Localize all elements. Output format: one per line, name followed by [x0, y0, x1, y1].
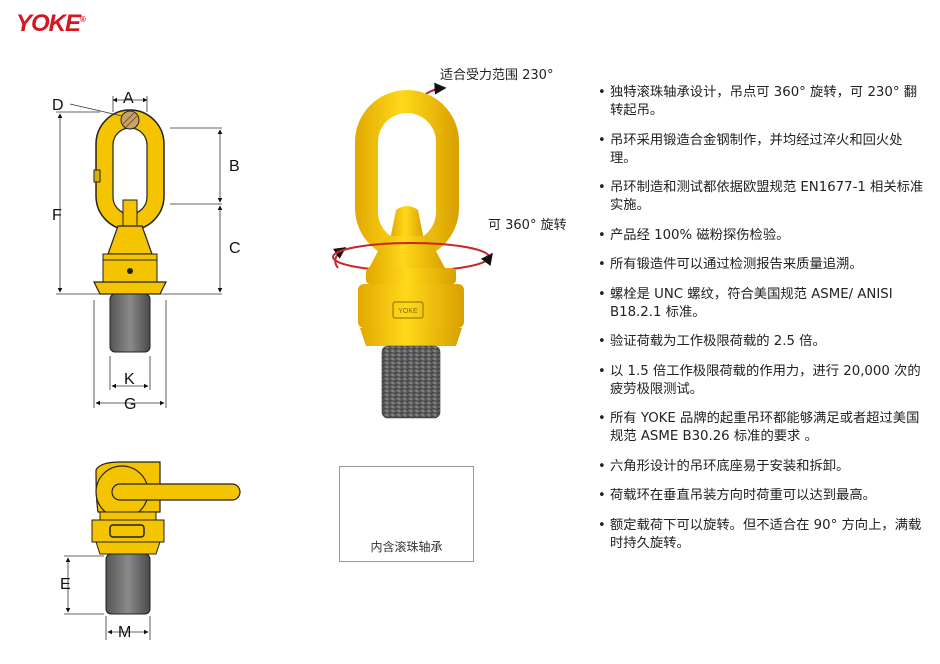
feature-item: 螺栓是 UNC 螺纹，符合美国规范 ASME/ ANISI B18.2.1 标准…	[598, 286, 928, 322]
dim-label-k: K	[124, 371, 135, 388]
dim-label-e: E	[60, 576, 71, 593]
photo-marking: YOKE	[398, 308, 418, 315]
front-view-drawing: A B C D F K G	[52, 90, 241, 413]
product-photo: YOKE	[332, 82, 493, 419]
feature-item: 吊环制造和测试都依据欧盟规范 EN1677-1 相关标准实施。	[598, 179, 928, 215]
brand-logo: YOKE®	[16, 10, 86, 38]
dim-label-d: D	[52, 97, 64, 114]
rotate-label: 可 360° 旋转	[488, 218, 567, 233]
logo-text: YOKE	[16, 10, 81, 37]
range-label: 适合受力范围 230°	[440, 68, 554, 83]
dim-label-b: B	[229, 158, 240, 175]
feature-item: 产品经 100% 磁粉探伤检验。	[598, 227, 928, 245]
dim-label-f: F	[52, 207, 62, 224]
feature-item: 额定载荷下可以旋转。但不适合在 90° 方向上，满载时持久旋转。	[598, 517, 928, 553]
feature-item: 验证荷载为工作极限荷载的 2.5 倍。	[598, 333, 928, 351]
bearing-caption: 内含滚珠轴承	[370, 540, 443, 554]
bearing-box: 内含滚珠轴承	[339, 466, 474, 562]
feature-list: 独特滚珠轴承设计，吊点可 360° 旋转，可 230° 翻转起吊。 吊环采用锻造…	[598, 84, 928, 564]
dim-label-c: C	[229, 240, 241, 257]
trademark-symbol: ®	[80, 15, 86, 24]
dim-label-m: M	[118, 624, 131, 641]
feature-item: 六角形设计的吊环底座易于安装和拆卸。	[598, 458, 928, 476]
feature-item: 独特滚珠轴承设计，吊点可 360° 旋转，可 230° 翻转起吊。	[598, 84, 928, 120]
feature-item: 所有锻造件可以通过检测报告来质量追溯。	[598, 256, 928, 274]
side-view-drawing: E M	[60, 461, 241, 641]
feature-item: 以 1.5 倍工作极限荷载的作用力，进行 20,000 次的疲劳极限测试。	[598, 363, 928, 399]
feature-item: 所有 YOKE 品牌的起重吊环都能够满足或者超过美国规范 ASME B30.26…	[598, 410, 928, 446]
feature-item: 荷载环在垂直吊装方向时荷重可以达到最高。	[598, 487, 928, 505]
dim-label-g: G	[124, 396, 136, 413]
feature-item: 吊环采用锻造合金钢制作，并均经过淬火和回火处理。	[598, 132, 928, 168]
dim-label-a: A	[123, 90, 134, 107]
